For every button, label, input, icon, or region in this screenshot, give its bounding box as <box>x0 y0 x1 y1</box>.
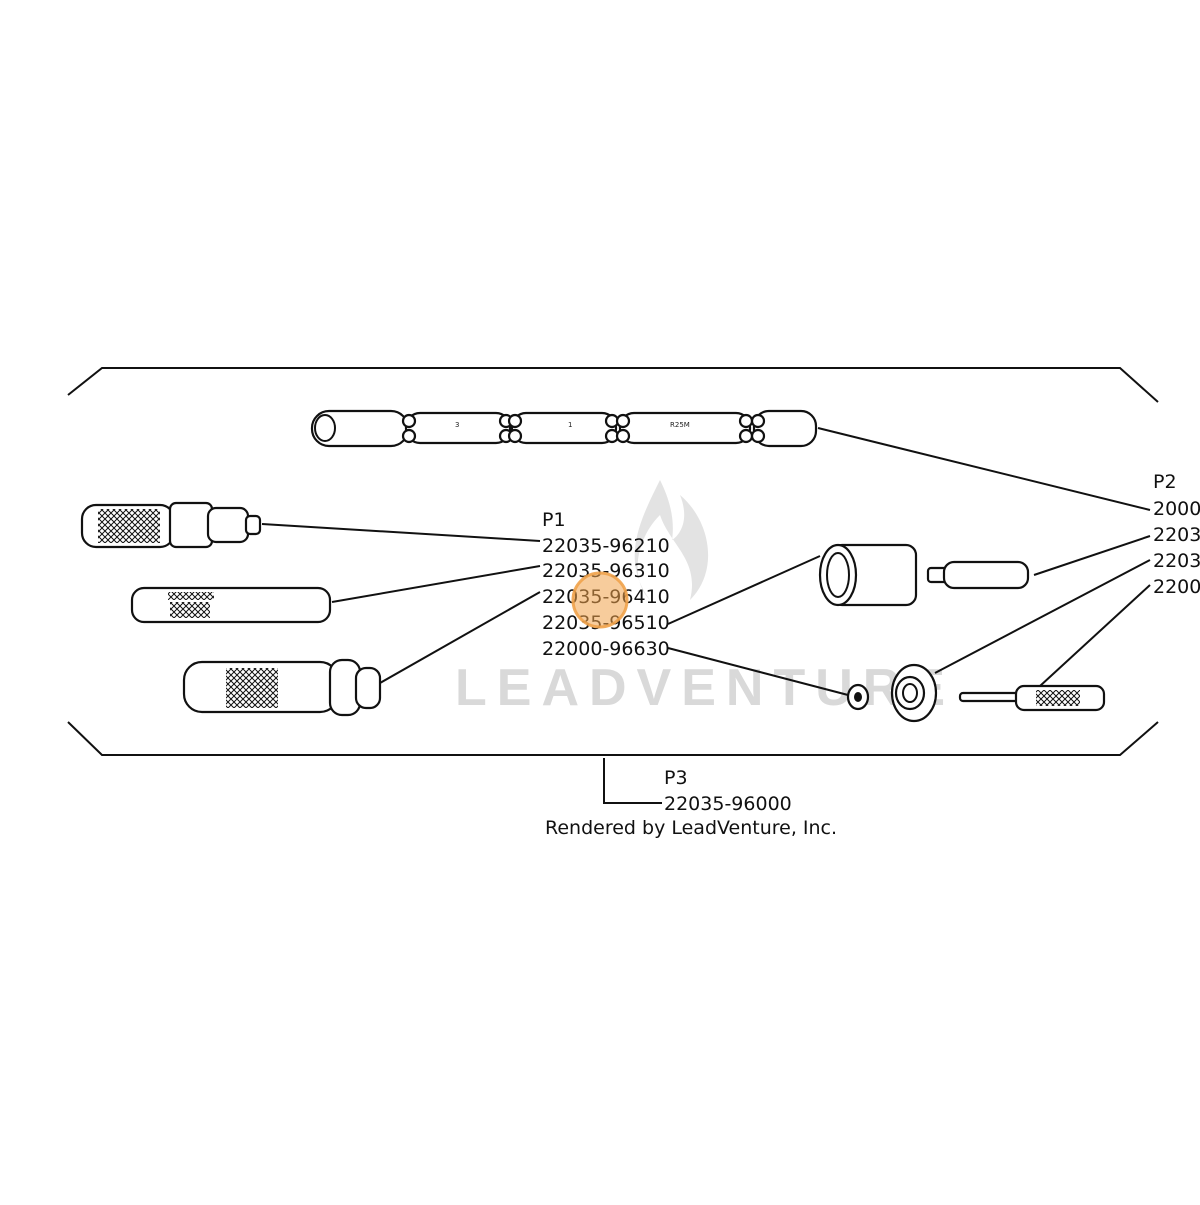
click-highlight-marker <box>571 571 629 629</box>
watermark-text: LEADVENTURE <box>455 659 955 717</box>
p2-callout: P2 20000 22035 22035 22000 <box>1153 471 1200 598</box>
pin-tool-p2-4 <box>958 684 1106 712</box>
part-number[interactable]: 20000 <box>1153 498 1200 520</box>
tube-set: 3 1 R25M <box>310 409 818 448</box>
watermark-flame-icon <box>634 480 709 600</box>
part-number[interactable]: 22035-96310 <box>542 560 670 582</box>
part-number[interactable]: 22000-96630 <box>542 638 670 660</box>
tool-96310 <box>130 586 332 624</box>
p3-callout: P3 22035-96000 <box>664 767 792 815</box>
p2-label: P2 <box>1153 471 1177 493</box>
leader-lines <box>261 427 1151 804</box>
p1-callout: P1 22035-96210 22035-96310 22035-96410 2… <box>542 509 670 660</box>
tube-mark: R25M <box>670 421 690 429</box>
cup-96510 <box>818 543 918 607</box>
part-number[interactable]: 22035 <box>1153 550 1200 572</box>
credit-text: Rendered by LeadVenture, Inc. <box>545 817 837 839</box>
tube-mark: 3 <box>455 421 459 429</box>
washer-96630 <box>846 683 870 711</box>
p1-label: P1 <box>542 509 566 531</box>
part-number[interactable]: 22035-96210 <box>542 535 670 557</box>
tool-96410 <box>182 658 382 717</box>
diagram-frame <box>67 367 1159 756</box>
tool-96210 <box>80 501 262 549</box>
part-number[interactable]: 22035-96000 <box>664 793 792 815</box>
bushing-p2-3 <box>890 663 938 723</box>
part-number[interactable]: 22035 <box>1153 524 1200 546</box>
p3-label: P3 <box>664 767 688 789</box>
bolt-p2-1 <box>926 560 1030 590</box>
part-number[interactable]: 22000 <box>1153 576 1200 598</box>
tube-mark: 1 <box>568 421 572 429</box>
